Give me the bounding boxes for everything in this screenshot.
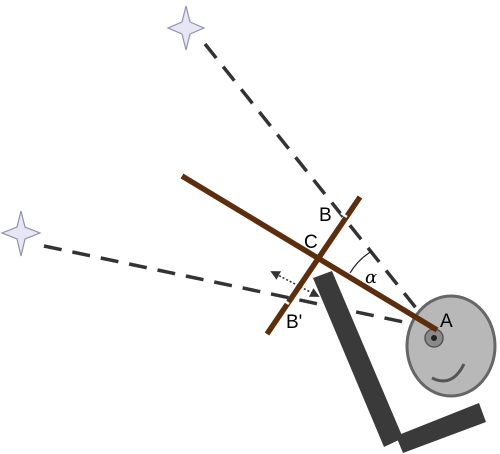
mark-B [340,211,348,219]
label-C: C [304,232,318,253]
main-staff [180,173,439,333]
mark-B-prime [282,298,290,306]
upper-star-icon [166,5,206,51]
holder-upright [313,271,403,447]
transversal-staff [264,195,363,336]
distance-arrow [270,271,320,297]
label-B: B [319,205,332,226]
sight-line-lower [43,244,433,330]
label-A: A [440,311,453,332]
left-star-icon [0,210,42,257]
label-alpha: α [365,267,377,288]
sight-line-upper [203,42,434,330]
eye-icon [405,294,497,398]
label-B-prime: B' [286,312,302,333]
angle-alpha-arc [349,250,373,274]
holder-foot [396,403,486,453]
